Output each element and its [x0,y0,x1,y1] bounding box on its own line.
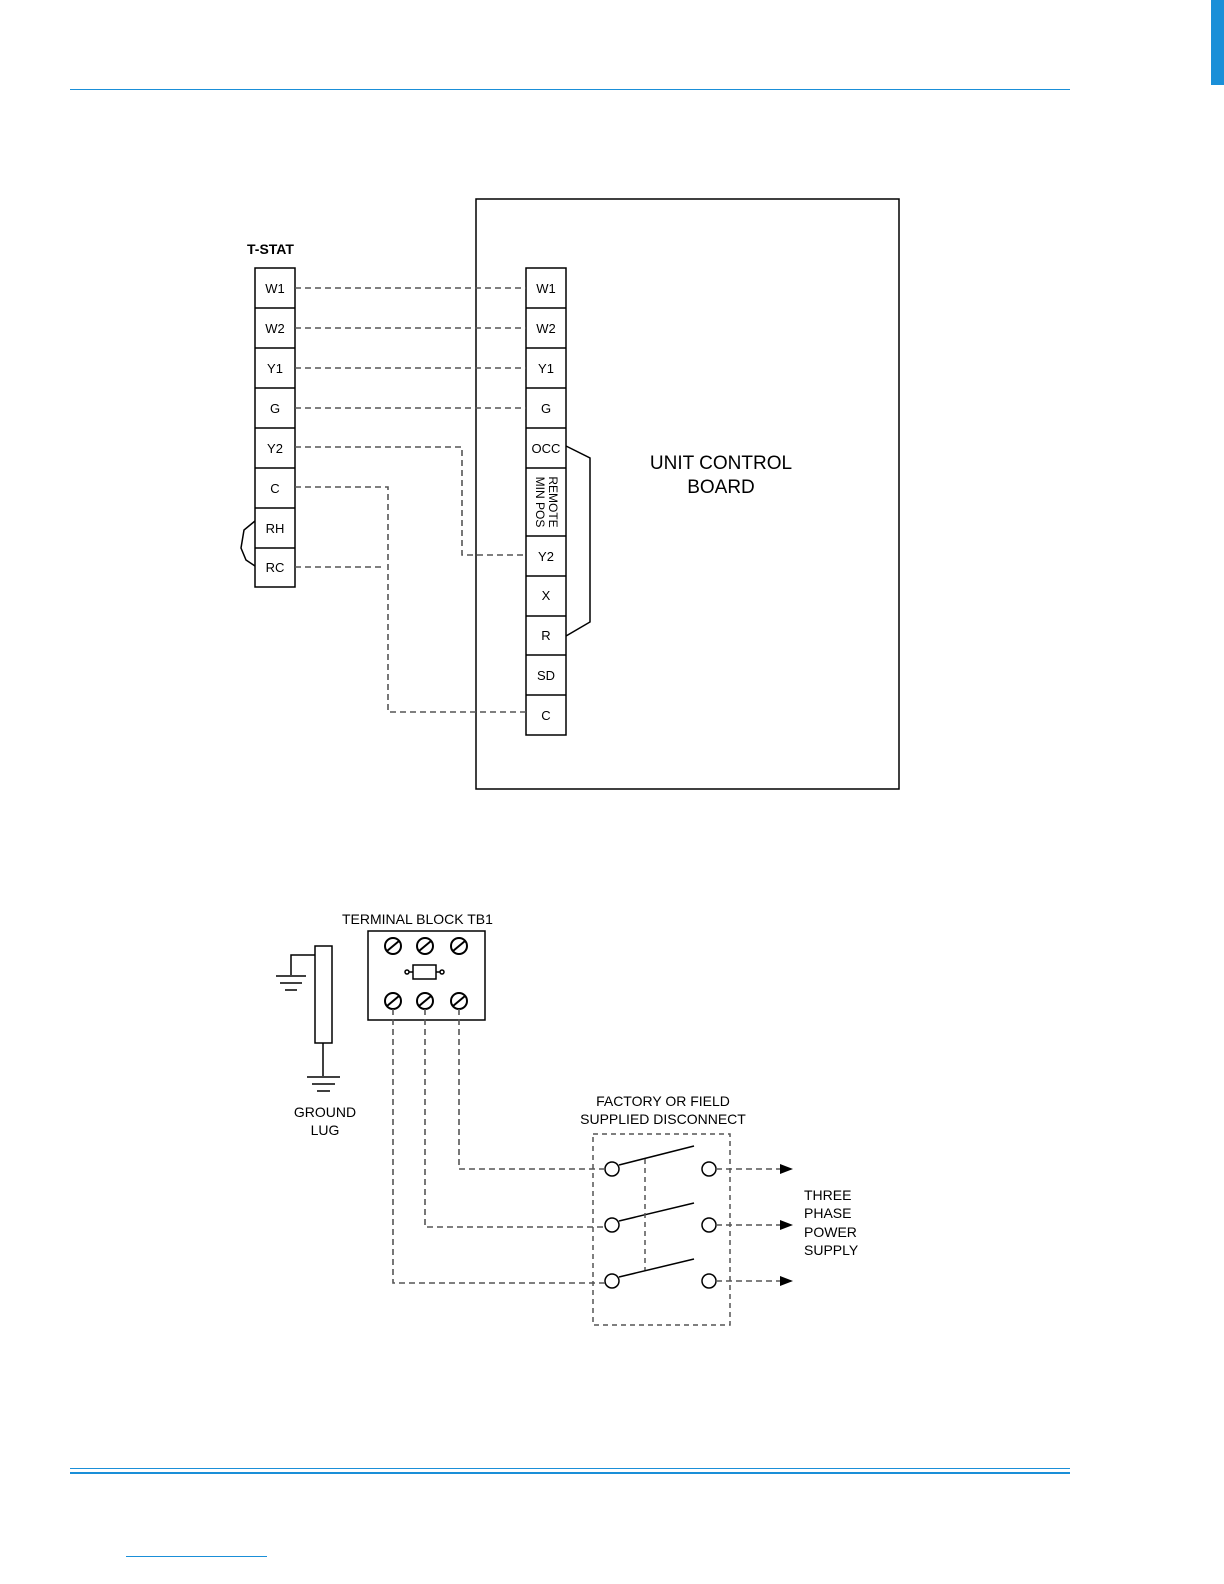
supply-label-line-3: POWER [804,1224,857,1240]
board-terminal-c: C [541,708,550,723]
tstat-terminal-w1: W1 [265,281,285,296]
board-terminal-w2: W2 [536,321,556,336]
power-wiring-diagram: TERMINAL BLOCK TB1 [276,911,859,1325]
supply-label-line-4: SUPPLY [804,1242,859,1258]
power-wires [393,1009,782,1283]
tstat-terminal-y1: Y1 [267,361,283,376]
disconnect-label-line-1: FACTORY OR FIELD [596,1093,730,1109]
board-terminal-g: G [541,401,551,416]
board-terminal-w1: W1 [536,281,556,296]
board-title-line-2: BOARD [687,477,755,498]
board-min-pos-label: MIN POS [533,477,547,528]
power-wire-l1 [459,1009,605,1169]
disconnect-label-line-2: SUPPLIED DISCONNECT [580,1111,746,1127]
arrow-icon [780,1276,793,1286]
board-terminal-y1: Y1 [538,361,554,376]
supply-label-line-2: PHASE [804,1205,851,1221]
occ-r-jumper [566,446,590,636]
tstat-terminal-rh: RH [266,521,285,536]
board-terminal-sd: SD [537,668,555,683]
board-terminal-strip: W1 W2 Y1 G OCC Y2 X R SD C REMOTE MIN PO… [526,268,566,735]
tstat-terminal-w2: W2 [265,321,285,336]
terminal-block-title: TERMINAL BLOCK TB1 [342,911,493,927]
ground-lug [276,946,340,1091]
field-wires [295,288,526,712]
ground-label-line-2: LUG [311,1122,340,1138]
arrow-icon [780,1164,793,1174]
supply-arrows [780,1164,793,1286]
tstat-terminal-strip: W1 W2 Y1 G Y2 C RH RC [255,268,295,587]
board-terminal-y2: Y2 [538,549,554,564]
tstat-terminal-y2: Y2 [267,441,283,456]
power-wire-l2 [425,1009,605,1227]
board-remote-label: REMOTE [546,476,560,527]
board-terminal-x: X [542,588,551,603]
tstat-title: T-STAT [247,241,294,257]
tstat-terminal-c: C [270,481,279,496]
board-terminal-occ: OCC [532,441,561,456]
terminal-block-tb1 [368,931,485,1020]
rh-rc-jumper [241,521,255,566]
arrow-icon [780,1220,793,1230]
board-title-line-1: UNIT CONTROL [650,453,792,474]
wire-y2 [295,447,526,555]
thermostat-wiring-diagram: UNIT CONTROL BOARD T-STAT W1 W2 Y1 G Y2 … [241,199,899,789]
tstat-terminal-g: G [270,401,280,416]
disconnect-switches [605,1146,716,1288]
supply-label-line-1: THREE [804,1187,851,1203]
tstat-terminal-rc: RC [266,560,285,575]
ground-label-line-1: GROUND [294,1104,356,1120]
board-terminal-r: R [541,628,550,643]
wire-c [295,487,526,712]
